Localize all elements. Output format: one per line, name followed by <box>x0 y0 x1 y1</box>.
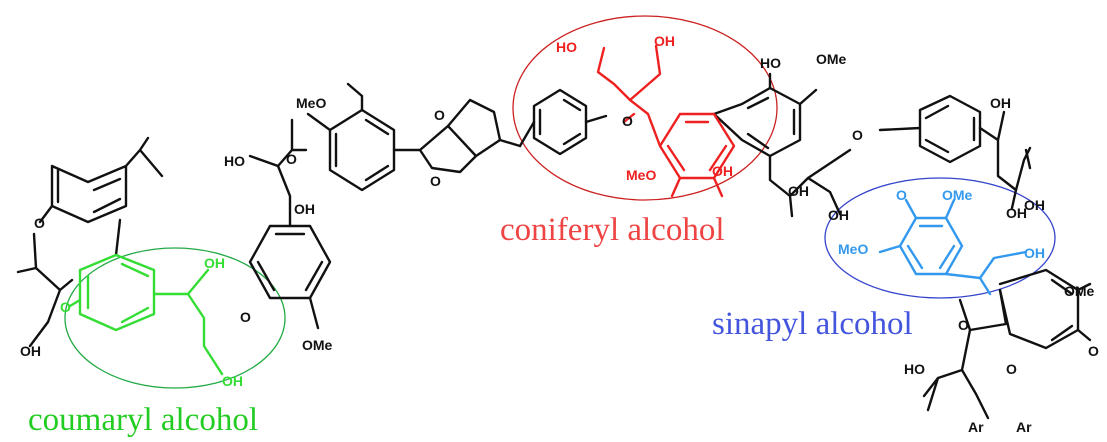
label-ar: Ar <box>968 419 984 435</box>
label-oh: OH <box>204 255 225 271</box>
label-meo: MeO <box>838 241 868 257</box>
label-o: O <box>60 299 71 315</box>
black-atom-labels: OH OH OH OH OH OH HO HO HO MeO OMe OMe O… <box>20 51 1099 435</box>
coumaryl-unit <box>68 253 224 376</box>
blue-atom-labels: O OMe MeO OH <box>838 187 1045 261</box>
label-oh: OH <box>990 95 1011 111</box>
caption-coniferyl-alcohol: coniferyl alcohol <box>500 212 725 248</box>
label-ho: HO <box>760 55 781 71</box>
label-o: O <box>34 215 45 231</box>
label-o: O <box>430 173 441 189</box>
green-atom-labels: OH OH O <box>60 255 243 389</box>
label-oh: OH <box>222 373 243 389</box>
label-o: O <box>434 107 445 123</box>
label-o: O <box>286 151 297 167</box>
label-oh: OH <box>294 201 315 217</box>
label-o: O <box>896 187 907 203</box>
label-oh: OH <box>1024 245 1045 261</box>
label-o: O <box>240 309 251 325</box>
label-oh: OH <box>1024 197 1045 213</box>
coniferyl-highlight-ring <box>512 15 778 201</box>
red-atom-labels: HO OH OH MeO <box>556 33 733 183</box>
label-o: O <box>958 317 969 333</box>
black-skeleton <box>16 72 1092 420</box>
label-o: O <box>1088 343 1099 359</box>
caption-sinapyl-alcohol: sinapyl alcohol <box>712 306 913 342</box>
label-oh: OH <box>712 163 733 179</box>
label-meo: MeO <box>626 167 656 183</box>
label-oh: OH <box>654 33 675 49</box>
label-oh: OH <box>20 343 41 359</box>
label-ome: OMe <box>942 187 973 203</box>
label-ome: OMe <box>302 337 333 353</box>
label-ome: OMe <box>1064 283 1095 299</box>
coumaryl-highlight-ring <box>64 247 286 389</box>
coniferyl-unit <box>596 44 736 198</box>
caption-coumaryl-alcohol: coumaryl alcohol <box>28 402 258 438</box>
label-o: O <box>1006 361 1017 377</box>
label-ho: HO <box>556 39 577 55</box>
label-o: O <box>622 113 633 129</box>
label-o: O <box>852 127 863 143</box>
sinapyl-unit <box>878 198 1028 296</box>
label-ar: Ar <box>1016 419 1032 435</box>
label-oh: OH <box>828 207 849 223</box>
label-oh: OH <box>788 183 809 199</box>
label-ho: HO <box>224 153 245 169</box>
label-meo: MeO <box>296 95 326 111</box>
label-ho: HO <box>904 361 925 377</box>
label-oh: OH <box>1006 205 1027 221</box>
label-ome: OMe <box>816 51 847 67</box>
sinapyl-highlight-ring <box>824 177 1056 299</box>
